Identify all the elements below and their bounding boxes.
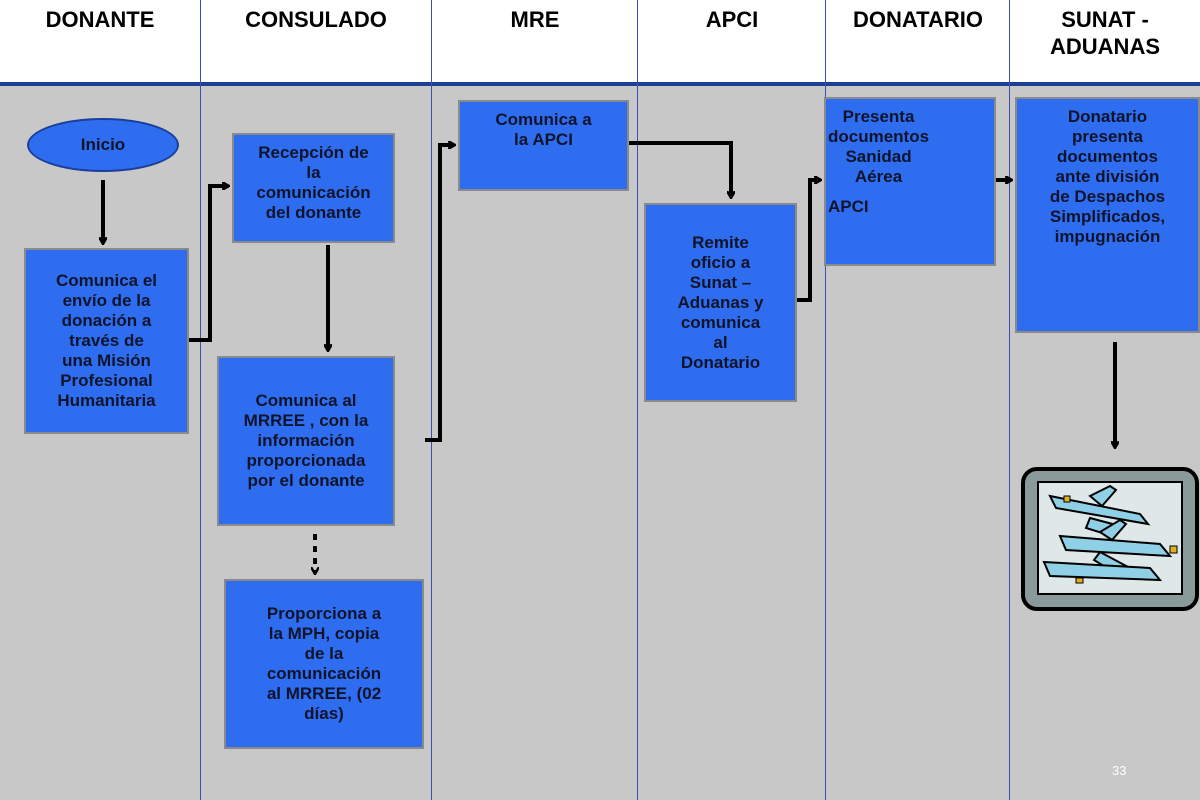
lane-divider bbox=[431, 0, 432, 800]
node-donante-comunica: Comunica el envío de la donación a travé… bbox=[24, 248, 189, 434]
lane-header-apci: APCI bbox=[705, 7, 759, 32]
node-consulado-comunica-mrree: Comunica al MRREE , con la información p… bbox=[217, 356, 395, 526]
header-divider bbox=[0, 82, 1200, 86]
arrow-comunica-to-mre bbox=[425, 145, 454, 442]
lane-divider bbox=[200, 0, 201, 800]
lane-header-sunat-aduanas: SUNAT - ADUANAS bbox=[1050, 7, 1160, 59]
arrow-donante-to-recepcion bbox=[189, 186, 228, 342]
node-consulado-proporciona: Proporciona a la MPH, copia de la comuni… bbox=[224, 579, 424, 749]
lane-header-mre: MRE bbox=[510, 7, 560, 32]
node-mre-comunica-apci: Comunica a la APCI bbox=[458, 100, 629, 191]
lane-header-consulado: CONSULADO bbox=[245, 7, 387, 32]
page-number: 33 bbox=[1112, 763, 1127, 778]
arrow-mre-to-apci bbox=[629, 141, 731, 197]
lane-divider bbox=[637, 0, 638, 800]
node-apci-remite: Remite oficio a Sunat – Aduanas y comuni… bbox=[644, 203, 797, 402]
lane-header-donante: DONANTE bbox=[45, 7, 155, 32]
lane-divider bbox=[825, 0, 826, 800]
node-sunat-presenta: Donatario presenta documentos ante divis… bbox=[1015, 97, 1200, 333]
lane-divider bbox=[1009, 0, 1010, 800]
node-donatario-presenta-text: Presenta documentos Sanidad Aérea bbox=[828, 107, 930, 186]
node-donatario-presenta-apci: APCI bbox=[828, 197, 869, 216]
arrow-apci-to-donatario bbox=[797, 180, 820, 302]
lane-header-donatario: DONATARIO bbox=[853, 7, 983, 32]
airport-airplanes-icon bbox=[1021, 467, 1199, 611]
node-donatario-presenta: Presenta documentos Sanidad Aérea APCI bbox=[824, 97, 996, 266]
node-consulado-recepcion: Recepción de la comunicación del donante bbox=[232, 133, 395, 243]
start-node: Inicio bbox=[27, 118, 179, 172]
